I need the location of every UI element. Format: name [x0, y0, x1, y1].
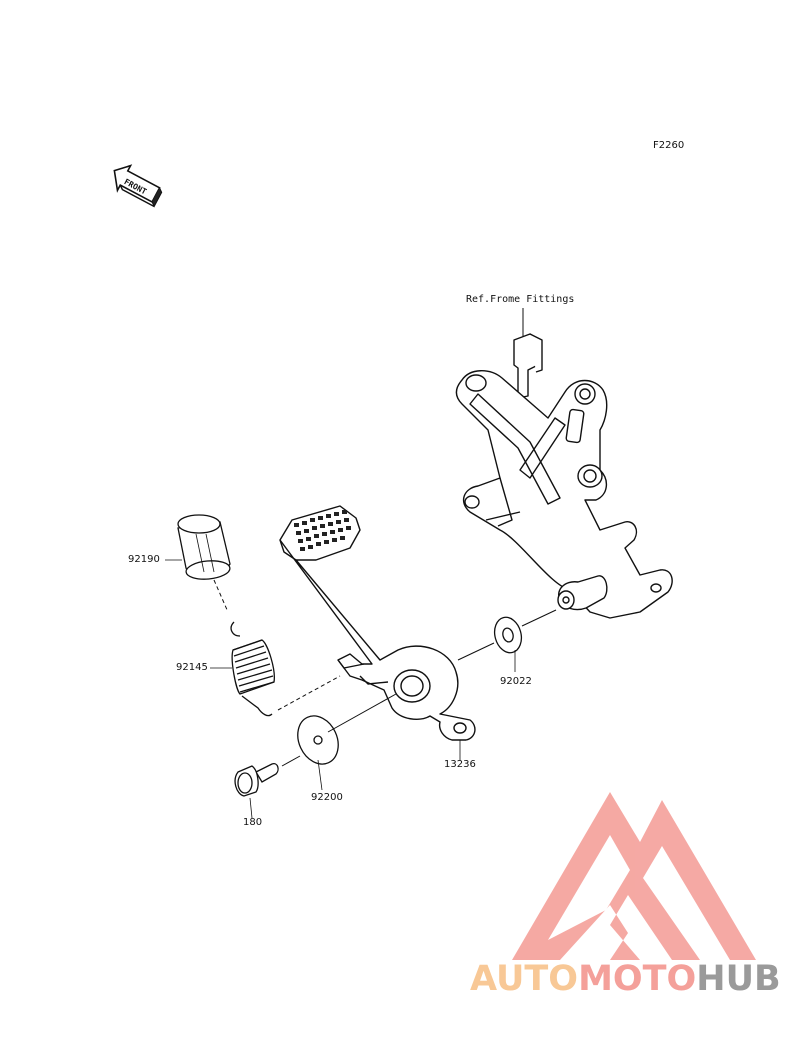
part-label-180: 180	[243, 817, 263, 828]
washer-92022	[493, 616, 523, 654]
bolt-180	[234, 763, 279, 797]
part-label-92190: 92190	[128, 554, 160, 565]
part-label-92022: 92022	[500, 676, 532, 687]
part-label-92200: 92200	[311, 792, 343, 803]
frame-bracket	[455, 308, 673, 619]
part-label-92145: 92145	[176, 662, 208, 673]
sleeve-92190	[177, 514, 231, 580]
pedal-tread	[294, 510, 351, 551]
spring-92145	[230, 621, 275, 717]
watermark-auto: AUTO	[470, 959, 579, 999]
front-arrow-icon: FRONT	[113, 164, 163, 208]
part-label-13236: 13236	[444, 759, 476, 770]
watermark-hub: HUB	[696, 959, 781, 999]
ref-frame-label: Ref.Frome Fittings	[466, 294, 575, 305]
watermark-logo	[512, 792, 756, 960]
washer-92200	[297, 715, 339, 765]
watermark-brand: AUTOMOTOHUB	[470, 962, 781, 997]
diagram-code-label: F2260	[653, 140, 685, 151]
brake-pedal-13236	[279, 505, 476, 741]
watermark-moto: MOTO	[578, 959, 697, 999]
